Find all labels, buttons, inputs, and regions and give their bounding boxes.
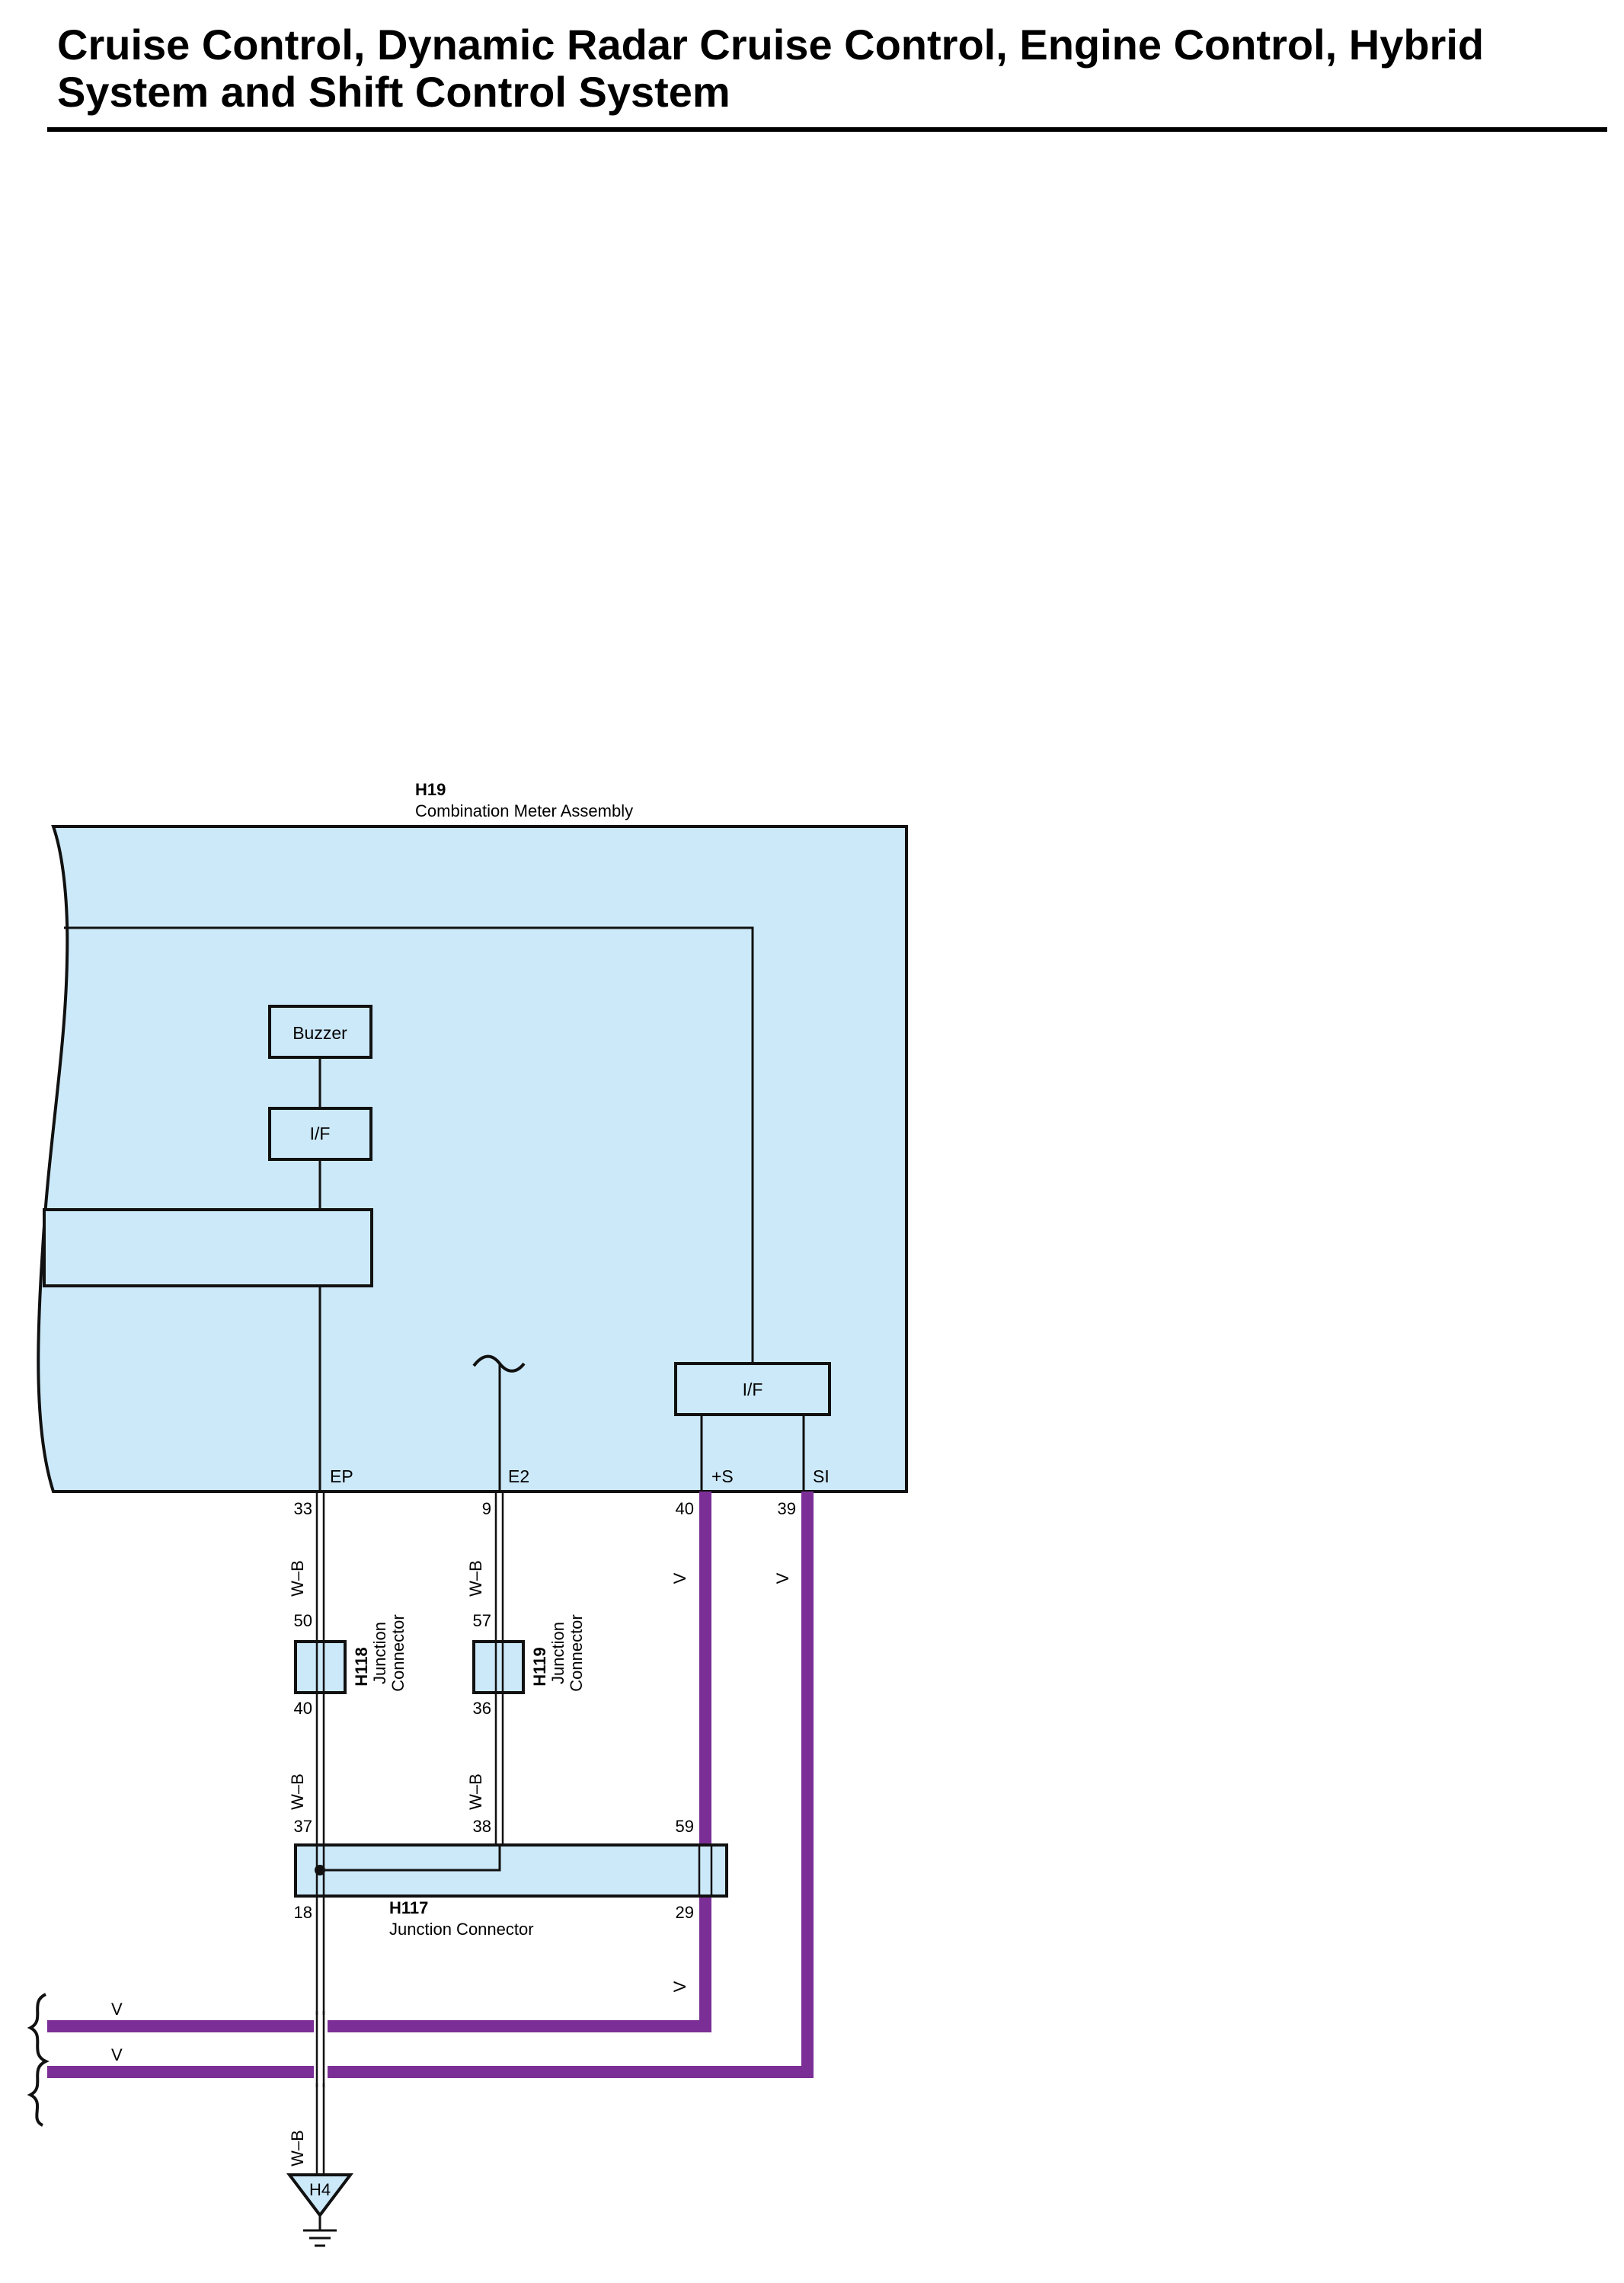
wire-label-wb-2: W–B	[466, 1560, 485, 1597]
h117-name: Junction Connector	[389, 1920, 534, 1939]
break-bracket-icon	[27, 1993, 50, 2127]
h119-pin-bottom: 36	[473, 1699, 491, 1718]
buzzer-box	[268, 1005, 372, 1059]
if-right-box	[674, 1362, 831, 1416]
h118-pin-bottom: 40	[294, 1699, 312, 1718]
h117-pin-38: 38	[473, 1817, 491, 1836]
h119-wire-through	[494, 1642, 504, 1693]
violet-wire-plus-s	[47, 1492, 711, 2032]
h119-line1: Junction	[548, 1622, 567, 1684]
h118-line1: Junction	[370, 1622, 389, 1684]
wire-label-v-left-2: V	[111, 2045, 123, 2064]
terminal-e2: E2	[508, 1466, 529, 1486]
h119-connector	[472, 1640, 525, 1694]
if-left-label: I/F	[310, 1124, 331, 1143]
h117-pin-29: 29	[676, 1903, 694, 1922]
wire-label-v-1: V	[670, 1572, 689, 1584]
h117-code: H117	[389, 1898, 428, 1917]
pin-9: 9	[482, 1499, 491, 1518]
h118-line2: Connector	[388, 1614, 408, 1692]
h118-pin-top: 50	[294, 1611, 312, 1630]
h118-wire-through	[315, 1642, 325, 1693]
h117-splice-point	[315, 1865, 325, 1875]
pin-40: 40	[676, 1499, 694, 1518]
violet-wire-si	[47, 1492, 814, 2078]
meter-code: H19	[415, 780, 446, 799]
h119-line2: Connector	[567, 1614, 586, 1692]
wire-label-v-2: V	[773, 1572, 792, 1584]
h118-code: H118	[352, 1647, 371, 1686]
if-right-label: I/F	[743, 1380, 763, 1399]
h119-code: H119	[530, 1647, 549, 1686]
title-rule	[47, 127, 1607, 132]
pin-39: 39	[778, 1499, 796, 1518]
h119-pin-top: 57	[473, 1611, 491, 1630]
wire-label-wb-3: W–B	[288, 1773, 307, 1810]
h117-pin-59: 59	[676, 1817, 694, 1836]
h117-pin-37: 37	[294, 1817, 312, 1836]
ground-code: H4	[309, 2180, 331, 2199]
meter-name: Combination Meter Assembly	[415, 801, 633, 820]
terminal-ep: EP	[330, 1466, 353, 1486]
wire-label-v-left-1: V	[111, 2000, 123, 2019]
meter-assembly-body	[37, 825, 908, 1493]
h117-pin-18: 18	[294, 1903, 312, 1922]
ground-icon	[303, 2215, 337, 2247]
buzzer-label: Buzzer	[293, 1023, 347, 1043]
page-title: Cruise Control, Dynamic Radar Cruise Con…	[57, 21, 1485, 116]
ground-triangle	[286, 2173, 354, 2218]
wb-wire-crossing	[314, 2011, 328, 2087]
if-left-box	[268, 1107, 372, 1161]
pin-33: 33	[294, 1499, 312, 1518]
wire-label-wb-1: W–B	[288, 1560, 307, 1597]
wire-label-wb-4: W–B	[466, 1773, 485, 1810]
wire-label-wb-5: W–B	[288, 2130, 307, 2166]
terminal-plus-s: +S	[711, 1466, 734, 1486]
meter-internal-line	[64, 926, 754, 1364]
wire-label-v-3: V	[670, 1981, 689, 1992]
h118-connector	[294, 1640, 347, 1694]
terminal-si: SI	[813, 1466, 830, 1486]
ecu-block	[43, 1208, 373, 1287]
